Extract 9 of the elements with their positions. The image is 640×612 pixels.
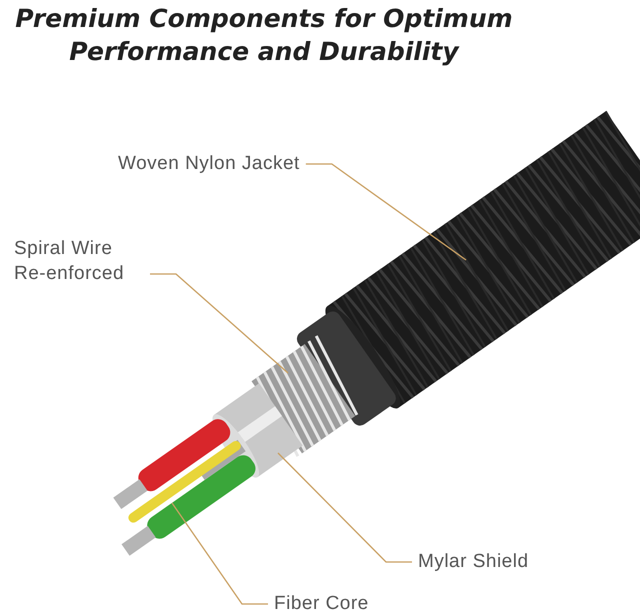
leader-line — [278, 452, 412, 563]
leader-line — [306, 163, 466, 261]
leader-line — [171, 502, 268, 605]
part-label: Mylar Shield — [418, 549, 529, 574]
part-label: Woven Nylon Jacket — [118, 151, 300, 176]
leader-line — [150, 273, 288, 374]
part-label: Spiral Wire Re-enforced — [14, 236, 144, 286]
title: Premium Components for Optimum Performance and Durability — [14, 3, 514, 68]
part-label: Fiber Core — [274, 591, 369, 612]
